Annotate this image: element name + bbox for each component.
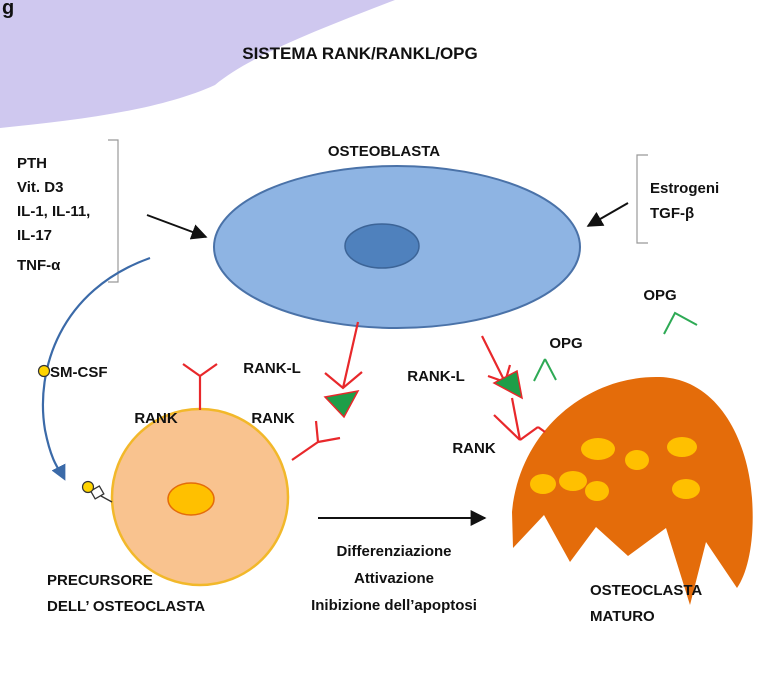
left-factor: IL-17 (17, 227, 52, 244)
left-factor: Vit. D3 (17, 179, 63, 196)
mcsf-molecule (37, 364, 51, 378)
left-factor: IL-1, IL-11, (17, 203, 90, 220)
rankl-ligand-left (324, 321, 363, 390)
header-banner (0, 0, 395, 128)
mcsf-label: SM-CSF (50, 364, 108, 381)
opg-molecule-top (663, 311, 698, 335)
process-line-2: Attivazione (354, 570, 434, 587)
rank-label-mid: RANK (251, 410, 294, 427)
osteoclast-label-line2: MATURO (590, 608, 655, 625)
right-factor: Estrogeni (650, 180, 719, 197)
header-fragment: g (2, 0, 14, 19)
rank-receptor-right (291, 420, 341, 461)
left-factor: TNF-α (17, 257, 61, 274)
osteoclast-label-line1: OSTEOCLASTA (590, 582, 702, 599)
rankl-triangle-left (323, 389, 360, 419)
osteoblast-label: OSTEOBLASTA (328, 143, 440, 160)
rankl-ligand-right (481, 335, 512, 384)
osteoblast-nucleus (344, 223, 420, 269)
osteoclast-nuclei (530, 437, 700, 501)
rank-receptor-top (182, 363, 218, 410)
right-bracket (636, 154, 648, 244)
left-factor: PTH (17, 155, 47, 172)
opg-label-mid: OPG (549, 335, 582, 352)
left-stimulus-arrow (146, 214, 208, 240)
rank-receptor-osteoclast-stub (537, 426, 546, 433)
mcsf-pathway-curve (41, 256, 151, 481)
precursor-label-line2: DELL’ OSTEOCLASTA (47, 598, 205, 615)
process-line-3: Inibizione dell’apoptosi (311, 597, 477, 614)
right-inhibit-arrow (586, 202, 629, 227)
right-factor: TGF-β (650, 205, 694, 222)
precursor-nucleus (167, 482, 215, 516)
left-bracket (108, 139, 119, 283)
left-factor-list: PTH Vit. D3 IL-1, IL-11, IL-17 TNF-α (17, 155, 90, 274)
rankl-triangle-right (492, 369, 524, 400)
rank-receptor-osteoclast (493, 397, 539, 441)
opg-molecule-mid (533, 358, 557, 382)
rankl-label-left: RANK-L (243, 360, 301, 377)
precursor-label-line1: PRECURSORE (47, 572, 153, 589)
diagram-title: SISTEMA RANK/RANKL/OPG (242, 44, 478, 63)
rank-label-left: RANK (134, 410, 177, 427)
mature-osteoclast-cell (512, 376, 753, 605)
process-line-1: Differenziazione (336, 543, 451, 560)
rank-label-right: RANK (452, 440, 495, 457)
rankl-label-right: RANK-L (407, 368, 465, 385)
opg-label-top: OPG (643, 287, 676, 304)
cfms-receptor-icon (81, 480, 113, 503)
